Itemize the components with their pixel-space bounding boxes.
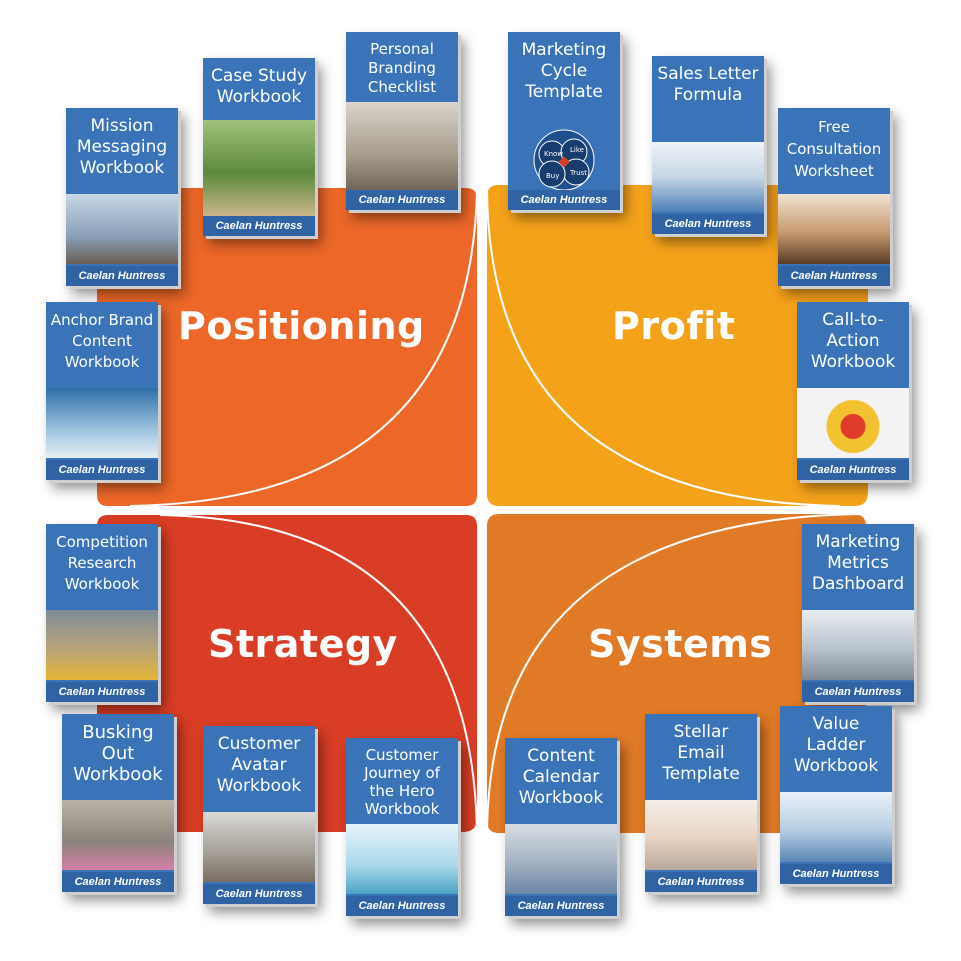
book-author: Caelan Huntress [203,216,315,236]
book-title: Mission Messaging Workbook [76,116,168,178]
book-cover-image [346,102,458,192]
quadrant-label-systems: Systems [588,622,773,666]
book-author: Caelan Huntress [66,266,178,286]
book-title: Customer Journey of the Hero Workbook [364,746,440,818]
book-title: Free Consultation Worksheet [786,118,882,180]
book-cover-image [62,800,174,870]
arc-divider [486,513,861,831]
book-sales-letter: Sales Letter Formula Caelan Huntress [652,56,764,234]
marketing-cycle-diagram: Know Like Trust Buy [533,129,595,191]
book-author: Caelan Huntress [645,872,757,892]
book-title: Customer Avatar Workbook [216,734,302,796]
cycle-label-trust: Trust [569,169,587,177]
book-title: Busking Out Workbook [73,722,163,785]
book-cover-image [203,120,315,216]
book-mission-messaging: Mission Messaging Workbook Caelan Huntre… [66,108,178,286]
book-free-consultation: Free Consultation Worksheet Caelan Huntr… [778,108,890,286]
book-author: Caelan Huntress [797,460,909,480]
book-marketing-metrics: Marketing Metrics Dashboard Caelan Huntr… [802,524,914,702]
book-cover-image [46,610,158,680]
book-title: Call-to-Action Workbook [810,310,896,372]
book-title: Case Study Workbook [210,66,308,107]
book-content-calendar: Content Calendar Workbook Caelan Huntres… [505,738,617,916]
book-competition-research: Competition Research Workbook Caelan Hun… [46,524,158,702]
book-case-study: Case Study Workbook Caelan Huntress [203,58,315,236]
quadrant-profit [487,185,868,506]
book-cover-image [46,388,158,458]
book-author: Caelan Huntress [802,682,914,702]
book-author: Caelan Huntress [652,214,764,234]
book-title: Marketing Metrics Dashboard [811,532,905,594]
book-title: Marketing Cycle Template [521,40,607,102]
arc-divider [486,189,841,507]
book-cover-image [66,194,178,264]
arc-divider [129,189,478,507]
book-author: Caelan Huntress [508,190,620,210]
book-author: Caelan Huntress [62,872,174,892]
book-personal-branding: Personal Branding Checklist Caelan Huntr… [346,32,458,210]
book-cover-image [802,610,914,680]
book-title: Stellar Email Template [662,722,740,784]
book-author: Caelan Huntress [505,896,617,916]
book-author: Caelan Huntress [780,864,892,884]
arc-divider [159,514,478,831]
book-cover-image [778,194,890,264]
quadrant-label-positioning: Positioning [178,304,425,348]
quadrant-label-strategy: Strategy [208,622,398,666]
quadrant-positioning [97,188,477,506]
book-author: Caelan Huntress [346,896,458,916]
book-marketing-cycle: Marketing Cycle Template Know Like Trust… [508,32,620,210]
book-title: Anchor Brand Content Workbook [50,311,154,371]
quadrant-label-profit: Profit [612,304,736,348]
book-author: Caelan Huntress [778,266,890,286]
book-cover-image [645,800,757,870]
book-cover-image [346,824,458,894]
book-author: Caelan Huntress [46,460,158,480]
book-customer-journey: Customer Journey of the Hero Workbook Ca… [346,738,458,916]
book-cover-image [505,824,617,894]
book-author: Caelan Huntress [346,190,458,210]
cycle-label-buy: Buy [546,172,559,180]
book-title: Personal Branding Checklist [367,40,437,96]
book-anchor-brand: Anchor Brand Content Workbook Caelan Hun… [46,302,158,480]
book-cover-image [652,142,764,212]
book-title: Competition Research Workbook [56,533,148,593]
book-customer-avatar: Customer Avatar Workbook Caelan Huntress [203,726,315,904]
cycle-label-like: Like [570,146,584,154]
book-author: Caelan Huntress [203,884,315,904]
book-cover-image [780,792,892,862]
book-author: Caelan Huntress [46,682,158,702]
cycle-label-know: Know [544,150,563,158]
book-busking-out: Busking Out Workbook Caelan Huntress [62,714,174,892]
book-title: Value Ladder Workbook [793,714,879,776]
book-stellar-email: Stellar Email Template Caelan Huntress [645,714,757,892]
book-call-to-action: Call-to-Action Workbook Caelan Huntress [797,302,909,480]
book-title: Content Calendar Workbook [518,746,604,808]
book-title: Sales Letter Formula [657,64,759,105]
book-cover-image [797,388,909,458]
book-value-ladder: Value Ladder Workbook Caelan Huntress [780,706,892,884]
book-cover-image [203,812,315,882]
